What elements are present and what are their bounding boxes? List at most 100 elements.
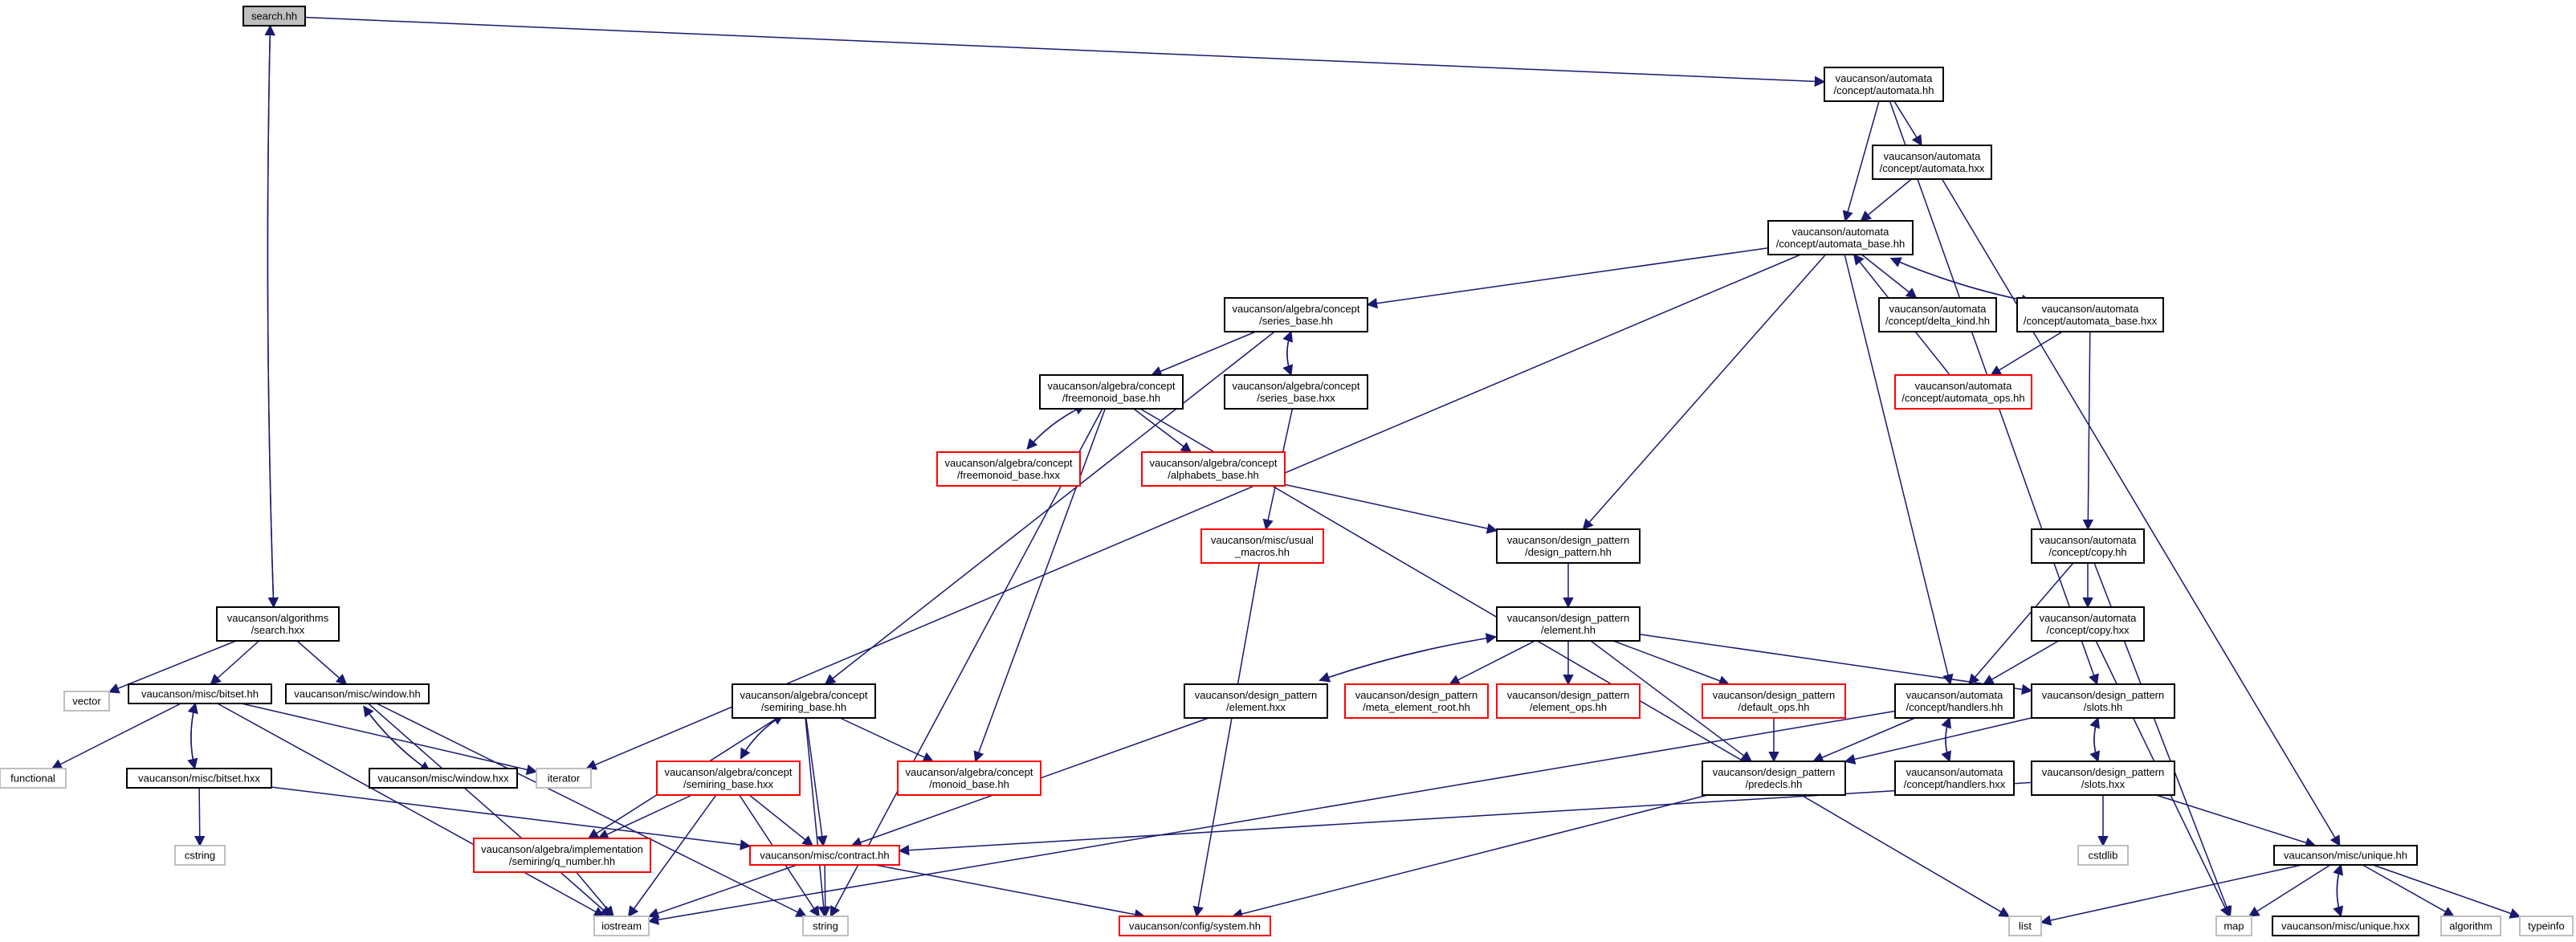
node-box xyxy=(897,761,1041,796)
node-box xyxy=(1496,606,1641,642)
node-series-base-hh[interactable]: vaucanson/algebra/concept/series_base.hh xyxy=(1224,297,1368,332)
edge-automata_hh-to-automata_hxx xyxy=(1893,100,1922,147)
node-element-ops-hh[interactable]: vaucanson/design_pattern/element_ops.hh xyxy=(1496,683,1641,719)
node-semiring-base-hxx[interactable]: vaucanson/algebra/concept/semiring_base.… xyxy=(656,761,801,796)
node-functional[interactable]: functional xyxy=(0,768,67,789)
node-box xyxy=(1224,297,1368,332)
node-box xyxy=(732,683,876,719)
node-automata-ops-hh[interactable]: vaucanson/automata/concept/automata_ops.… xyxy=(1894,374,2032,410)
node-list[interactable]: list xyxy=(2008,915,2042,936)
node-slots-hh[interactable]: vaucanson/design_pattern/slots.hh xyxy=(2031,683,2175,719)
node-box xyxy=(1119,915,1271,936)
edge-unique_hh-to-typeinfo xyxy=(2372,864,2521,919)
node-label: typeinfo xyxy=(2528,920,2565,932)
node-series-base-hxx[interactable]: vaucanson/algebra/concept/series_base.hx… xyxy=(1224,374,1368,410)
edge-slots_hxx-to-contract_hh xyxy=(898,781,2032,856)
node-box xyxy=(656,761,801,796)
node-cstring[interactable]: cstring xyxy=(174,845,226,866)
edge-element_hh-to-meta_element_root_hh xyxy=(1449,640,1535,685)
node-label: vaucanson/misc/bitset.hh xyxy=(141,688,259,700)
node-alphabets-base-hh[interactable]: vaucanson/algebra/concept/alphabets_base… xyxy=(1141,451,1286,487)
node-box xyxy=(63,691,110,712)
node-search-hh[interactable]: search.hh xyxy=(243,6,306,27)
node-box xyxy=(2440,915,2501,936)
node-box xyxy=(1894,374,2032,410)
node-element-hxx[interactable]: vaucanson/design_pattern/element.hxx xyxy=(1184,683,1328,719)
node-handlers-hxx[interactable]: vaucanson/automata/concept/handlers.hxx xyxy=(1894,761,2015,796)
node-window-hxx[interactable]: vaucanson/misc/window.hxx xyxy=(369,768,518,789)
node-handlers-hh[interactable]: vaucanson/automata/concept/handlers.hh xyxy=(1894,683,2015,719)
node-automata-hxx[interactable]: vaucanson/automata/concept/automata.hxx xyxy=(1872,145,1992,180)
node-semiring-base-hh[interactable]: vaucanson/algebra/concept/semiring_base.… xyxy=(732,683,876,719)
node-search-hxx[interactable]: vaucanson/algorithms/search.hxx xyxy=(216,606,340,642)
node-unique-hh[interactable]: vaucanson/misc/unique.hh xyxy=(2273,845,2418,866)
node-design-pattern-hh[interactable]: vaucanson/design_pattern/design_pattern.… xyxy=(1496,528,1641,564)
node-cstdlib[interactable]: cstdlib xyxy=(2077,845,2129,866)
node-label: vaucanson/misc/bitset.hxx xyxy=(138,773,260,785)
node-iterator[interactable]: iterator xyxy=(536,768,592,789)
node-box xyxy=(802,915,849,936)
node-label: vaucanson/algebra/concept xyxy=(1232,303,1359,315)
node-slots-hxx[interactable]: vaucanson/design_pattern/slots.hxx xyxy=(2031,761,2175,796)
node-q-number-hh[interactable]: vaucanson/algebra/implementation/semirin… xyxy=(473,838,651,873)
node-box xyxy=(128,683,272,704)
node-box xyxy=(1200,528,1324,564)
edge-automata_base_hh-to-delta_kind_hh xyxy=(1861,254,1918,299)
node-label: vaucanson/misc/unique.hh xyxy=(2284,850,2407,862)
edge-bitset_hh-to-iostream xyxy=(217,703,605,917)
node-vector[interactable]: vector xyxy=(63,691,110,712)
node-copy-hh[interactable]: vaucanson/automata/concept/copy.hh xyxy=(2031,528,2145,564)
node-label: /alphabets_base.hh xyxy=(1168,469,1258,481)
node-window-hh[interactable]: vaucanson/misc/window.hh xyxy=(285,683,430,704)
node-label: vaucanson/automata xyxy=(1906,689,2003,701)
edge-semiring_base_hh-to-string xyxy=(805,717,829,918)
node-label: vaucanson/algebra/concept xyxy=(740,689,867,701)
node-label: /concept/copy.hxx xyxy=(2046,624,2130,636)
node-automata-base-hxx[interactable]: vaucanson/automata/concept/automata_base… xyxy=(2016,297,2164,332)
node-freemonoid-base-hxx[interactable]: vaucanson/algebra/concept/freemonoid_bas… xyxy=(936,451,1081,487)
node-typeinfo[interactable]: typeinfo xyxy=(2519,915,2574,936)
node-bitset-hxx[interactable]: vaucanson/misc/bitset.hxx xyxy=(126,768,272,789)
node-box xyxy=(1894,683,2015,719)
node-bitset-hh[interactable]: vaucanson/misc/bitset.hh xyxy=(128,683,272,704)
node-label: vaucanson/automata xyxy=(2040,612,2137,624)
node-label: /concept/copy.hh xyxy=(2048,546,2126,558)
node-label: vaucanson/algorithms xyxy=(227,612,329,624)
node-label: vaucanson/design_pattern xyxy=(1195,689,1318,701)
node-copy-hxx[interactable]: vaucanson/automata/concept/copy.hxx xyxy=(2031,606,2145,642)
node-label: /freemonoid_base.hh xyxy=(1062,392,1160,404)
node-automata-base-hh[interactable]: vaucanson/automata/concept/automata_base… xyxy=(1767,220,1914,255)
edge-search_hxx-to-search_hh xyxy=(264,24,275,608)
node-label: /concept/automata.hxx xyxy=(1880,162,1985,174)
node-meta-element-root-hh[interactable]: vaucanson/design_pattern/meta_element_ro… xyxy=(1344,683,1489,719)
edge-element_hh-to-default_ops_hh xyxy=(1612,640,1730,687)
node-system-hh[interactable]: vaucanson/config/system.hh xyxy=(1119,915,1271,936)
node-predecls-hh[interactable]: vaucanson/design_pattern/predecls.hh xyxy=(1702,761,1846,796)
node-label: vaucanson/misc/unique.hxx xyxy=(2281,920,2410,932)
node-map[interactable]: map xyxy=(2215,915,2252,936)
node-element-hh[interactable]: vaucanson/design_pattern/element.hh xyxy=(1496,606,1641,642)
node-delta-kind-hh[interactable]: vaucanson/automata/concept/delta_kind.hh xyxy=(1878,297,1997,332)
node-monoid-base-hh[interactable]: vaucanson/algebra/concept/monoid_base.hh xyxy=(897,761,1041,796)
node-algorithm[interactable]: algorithm xyxy=(2440,915,2501,936)
node-automata-hh[interactable]: vaucanson/automata/concept/automata.hh xyxy=(1824,67,1944,102)
edge-unique_hh-to-list xyxy=(2040,864,2302,926)
node-freemonoid-base-hh[interactable]: vaucanson/algebra/concept/freemonoid_bas… xyxy=(1039,374,1184,410)
node-box xyxy=(1824,67,1944,102)
node-label: vector xyxy=(72,695,101,708)
node-box xyxy=(2016,297,2164,332)
node-box xyxy=(1894,761,2015,796)
node-label: /semiring/q_number.hh xyxy=(509,855,615,867)
node-contract-hh[interactable]: vaucanson/misc/contract.hh xyxy=(749,845,900,866)
node-iostream[interactable]: iostream xyxy=(593,915,650,936)
node-default-ops-hh[interactable]: vaucanson/design_pattern/default_ops.hh xyxy=(1702,683,1846,719)
node-unique-hxx[interactable]: vaucanson/misc/unique.hxx xyxy=(2272,915,2419,936)
node-string[interactable]: string xyxy=(802,915,849,936)
edge-window_hxx-to-window_hh xyxy=(363,705,430,773)
node-usual-macros-hh[interactable]: vaucanson/misc/usual_macros.hh xyxy=(1200,528,1324,564)
edge-series_base_hh-to-freemonoid_base_hh xyxy=(1151,331,1256,377)
node-label: vaucanson/automata xyxy=(1915,380,2012,392)
node-box xyxy=(369,768,518,789)
edge-search_hxx-to-window_hh xyxy=(296,640,348,685)
